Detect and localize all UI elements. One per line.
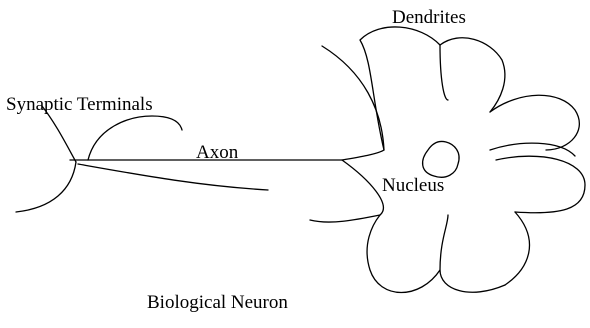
nucleus-label: Nucleus <box>382 176 444 195</box>
dendrite-bottom-right <box>505 212 529 285</box>
dendrite-right-lower <box>496 156 585 213</box>
synaptic-terminal-lower <box>16 162 76 212</box>
nucleus-outline <box>423 141 459 177</box>
axon-lower-branch <box>78 164 268 190</box>
dendrite-right-upper <box>490 95 579 150</box>
synaptic-terminal-arc <box>88 116 182 160</box>
soma-lower-left <box>310 160 383 222</box>
diagram-caption: Biological Neuron <box>147 293 288 312</box>
dendrite-top-left <box>360 27 440 150</box>
dendrites-label: Dendrites <box>392 8 466 27</box>
axon-label: Axon <box>196 143 238 162</box>
synaptic-terminals-label: Synaptic Terminals <box>6 95 153 114</box>
dendrite-bottom-center <box>440 215 505 292</box>
dendrite-bottom-left <box>367 215 440 293</box>
dendrite-top-center <box>440 45 448 100</box>
dendrite-right-mid <box>490 143 575 156</box>
dendrite-top-right <box>440 38 505 112</box>
